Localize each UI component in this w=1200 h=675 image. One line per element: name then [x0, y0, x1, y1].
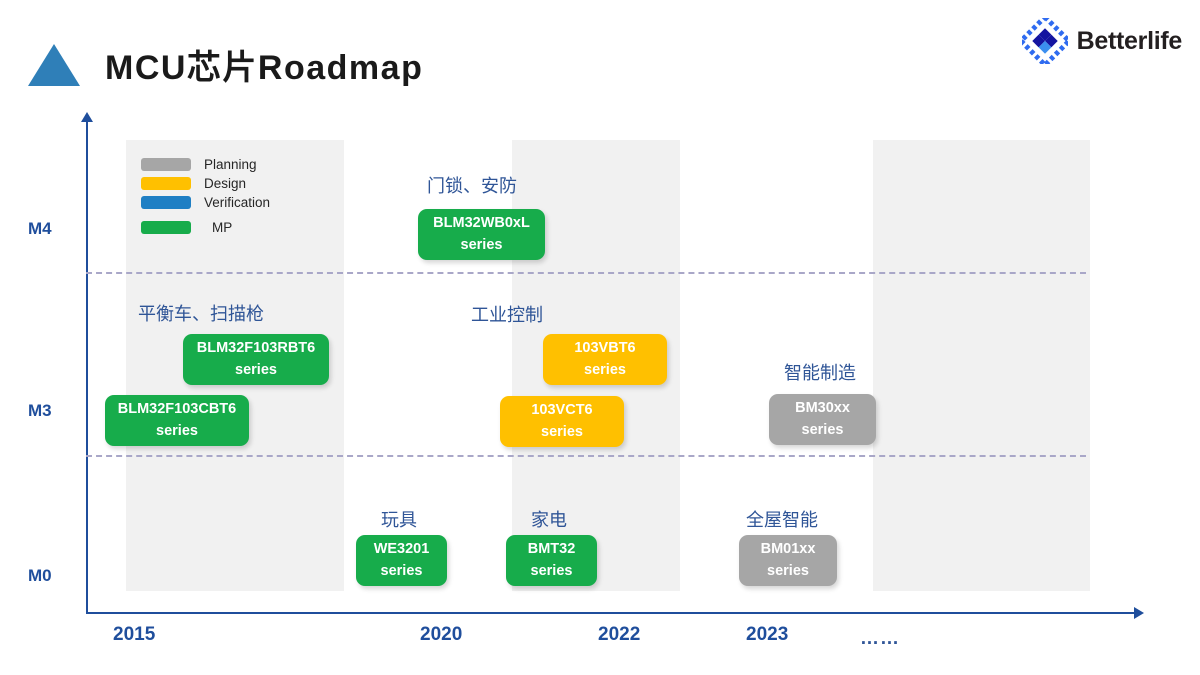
y-tick-m4: M4	[28, 219, 52, 238]
x-axis-line	[86, 612, 1136, 614]
chip-sub: series	[541, 423, 583, 440]
category-label-appliance: 家电	[531, 510, 567, 530]
y-axis-line	[86, 120, 88, 614]
legend-item-mp: MP	[141, 218, 270, 236]
chip-bm01xx[interactable]: BM01xx series	[739, 535, 837, 586]
x-tick-2015: 2015	[113, 624, 156, 645]
chip-blm32wb0xl[interactable]: BLM32WB0xL series	[418, 209, 545, 260]
gridline-m3-m0	[86, 455, 1086, 457]
y-axis-arrow-icon	[81, 112, 93, 122]
chip-name: BLM32F103RBT6	[196, 340, 316, 357]
page-title: MCU芯片Roadmap	[105, 49, 424, 87]
chip-sub: series	[156, 422, 198, 439]
legend: Planning Design Verification MP	[141, 155, 270, 237]
x-tick-2023: 2023	[746, 624, 789, 645]
x-tick-future: ……	[860, 628, 900, 649]
x-tick-2020: 2020	[420, 624, 463, 645]
triangle-icon	[28, 44, 80, 86]
chip-bm30xx[interactable]: BM30xx series	[769, 394, 876, 445]
legend-item-design: Design	[141, 174, 270, 192]
chip-sub: series	[380, 562, 423, 579]
chip-name: BM01xx	[760, 541, 816, 558]
chip-blm32f103cbt6[interactable]: BLM32F103CBT6 series	[105, 395, 249, 446]
category-label-whole-house: 全屋智能	[746, 510, 818, 530]
brand-logo: Betterlife	[1017, 13, 1183, 69]
legend-label-verification: Verification	[204, 194, 271, 210]
chip-name: BLM32WB0xL	[433, 215, 530, 232]
chip-name: BM30xx	[795, 400, 850, 417]
category-label-door-lock: 门锁、安防	[427, 176, 517, 196]
y-tick-m3: M3	[28, 401, 52, 420]
chip-103vct6[interactable]: 103VCT6 series	[500, 396, 624, 447]
chip-sub: series	[460, 236, 503, 253]
y-tick-m0: M0	[28, 566, 52, 585]
chip-sub: series	[530, 562, 573, 579]
legend-swatch-design	[141, 176, 191, 190]
category-label-toys: 玩具	[381, 510, 417, 530]
chip-blm32f103rbt6[interactable]: BLM32F103RBT6 series	[183, 334, 329, 385]
category-label-industrial: 工业控制	[471, 305, 543, 325]
diamond-logo-icon	[1017, 13, 1073, 69]
legend-label-planning: Planning	[204, 156, 257, 172]
chip-sub: series	[235, 361, 277, 378]
chip-sub: series	[767, 562, 809, 579]
chip-sub: series	[801, 421, 844, 438]
legend-swatch-mp	[141, 220, 191, 234]
legend-item-planning: Planning	[141, 155, 270, 173]
logo-text: Betterlife	[1076, 26, 1183, 55]
chip-we3201[interactable]: WE3201 series	[356, 535, 447, 586]
category-label-smart-manufacturing: 智能制造	[784, 363, 856, 383]
chip-103vbt6[interactable]: 103VBT6 series	[543, 334, 667, 385]
chip-sub: series	[584, 361, 626, 378]
legend-swatch-planning	[141, 157, 191, 171]
chip-name: WE3201	[373, 541, 430, 558]
legend-label-mp: MP	[212, 219, 233, 235]
x-axis-arrow-icon	[1134, 607, 1144, 619]
chip-name: BMT32	[527, 541, 576, 558]
chip-name: 103VBT6	[574, 340, 636, 357]
year-band-future	[873, 140, 1090, 591]
category-label-balance-car: 平衡车、扫描枪	[138, 304, 264, 324]
x-tick-2022: 2022	[598, 624, 641, 645]
legend-label-design: Design	[204, 175, 247, 191]
gridline-m4-m3	[86, 272, 1086, 274]
chip-name: 103VCT6	[531, 402, 593, 419]
chip-name: BLM32F103CBT6	[117, 401, 237, 418]
legend-item-verification: Verification	[141, 193, 270, 211]
legend-swatch-verification	[141, 195, 191, 209]
chip-bmt32[interactable]: BMT32 series	[506, 535, 597, 586]
